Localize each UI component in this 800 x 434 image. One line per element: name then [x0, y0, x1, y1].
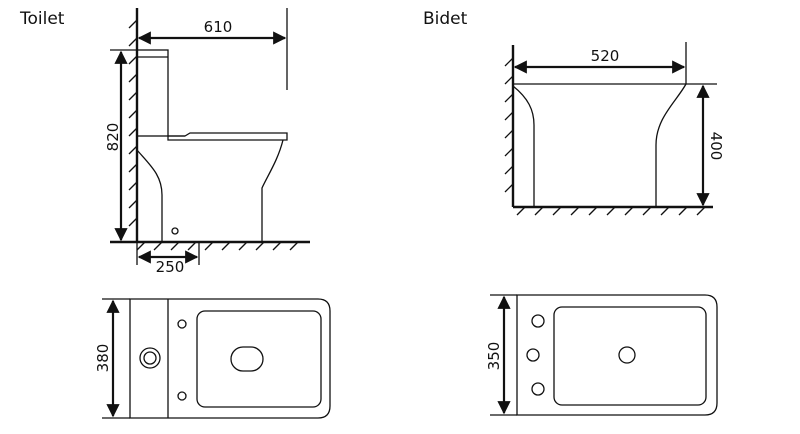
bidet-basin-top [553, 306, 707, 406]
bidet-tap-hole-bottom [531, 382, 545, 396]
toilet-drain-hole [230, 346, 264, 372]
toilet-body-outline [136, 49, 288, 242]
bidet-body-outline [512, 83, 687, 207]
bidet-title: Bidet [423, 9, 468, 29]
toilet-height-label: 820 [104, 123, 122, 152]
toilet-seat-top [196, 310, 322, 408]
toilet-width-label: 610 [204, 18, 233, 36]
toilet-title: Toilet [19, 9, 65, 29]
bidet-top-outline [516, 294, 718, 416]
bidet-top-width-label: 350 [485, 342, 503, 371]
bidet-top-view: 350 [485, 294, 718, 416]
flush-button-icon [139, 347, 161, 369]
toilet-top-outline [129, 298, 331, 419]
bidet-side-view: Bidet [423, 9, 725, 216]
toilet-top-width-label: 380 [94, 344, 112, 373]
toilet-side-view: Toilet [19, 8, 310, 276]
toilet-fixing-hole-bottom [177, 391, 187, 401]
bidet-drain-hole [618, 346, 636, 364]
bidet-tap-hole-top [531, 314, 545, 328]
toilet-wall-hatch [128, 19, 138, 227]
bidet-tap-hole-middle [526, 348, 540, 362]
toilet-top-view: 380 [94, 298, 331, 419]
flush-button-inner [143, 351, 157, 365]
bidet-width-label: 520 [591, 47, 620, 65]
bidet-floor-hatch [516, 206, 706, 216]
toilet-outlet-label: 250 [156, 258, 185, 276]
bidet-wall-hatch [504, 57, 514, 193]
toilet-fixing-hole-top [177, 319, 187, 329]
bidet-height-label: 400 [707, 132, 725, 161]
toilet-floor-hatch [136, 241, 299, 251]
